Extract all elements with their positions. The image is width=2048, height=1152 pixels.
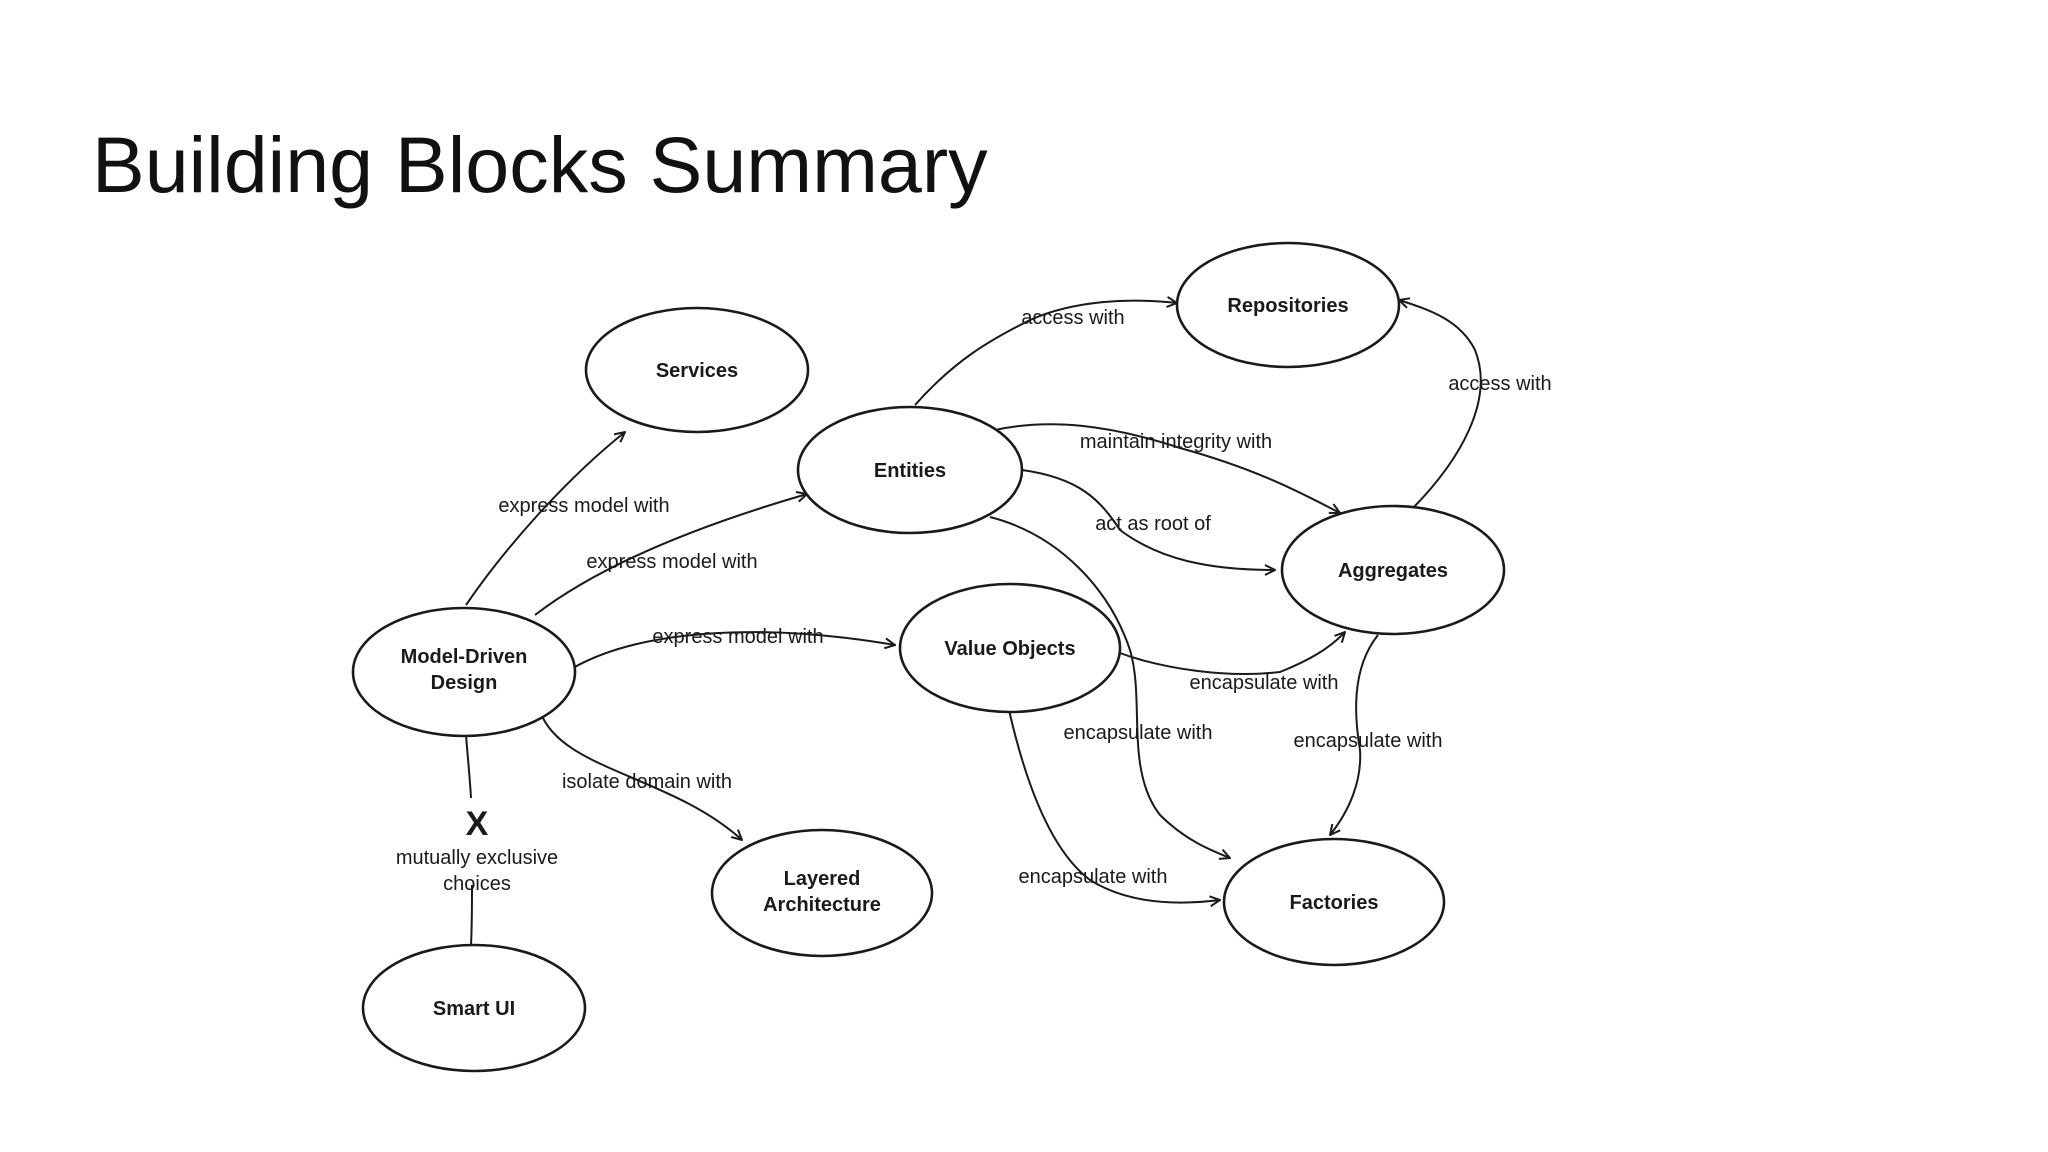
node-value-objects: Value Objects <box>898 582 1122 714</box>
node-services: Services <box>584 306 810 434</box>
edge-label-mdd-services: express model with <box>498 495 669 517</box>
edge-label-value-objects-aggregates: encapsulate with <box>1190 672 1339 694</box>
node-model-driven-design: Model-Driven Design <box>351 606 577 738</box>
exclusive-x-mark: X <box>466 805 489 843</box>
edge-entities-factories <box>989 516 1230 858</box>
exclusive-label-line1: mutually exclusive <box>396 847 558 869</box>
edge-label-entities-aggregates-root: act as root of <box>1095 513 1211 535</box>
node-model-driven-label-1: Model-Driven <box>401 646 528 668</box>
node-value-objects-label: Value Objects <box>944 638 1075 660</box>
node-aggregates: Aggregates <box>1280 504 1506 636</box>
node-smart-ui: Smart UI <box>361 943 587 1073</box>
node-services-label: Services <box>656 360 738 382</box>
edge-entities-aggregates-integrity <box>994 423 1340 513</box>
node-factories: Factories <box>1222 837 1446 967</box>
edge-label-aggregates-factories: encapsulate with <box>1294 730 1443 752</box>
edge-mdd-layered <box>539 710 742 840</box>
edge-label-aggregates-repositories: access with <box>1448 373 1551 395</box>
edge-label-entities-factories: encapsulate with <box>1064 722 1213 744</box>
edge-value-objects-factories <box>1008 709 1220 903</box>
node-entities-label: Entities <box>874 460 946 482</box>
node-layered-label-1: Layered <box>784 868 861 890</box>
node-layered-architecture: Layered Architecture <box>710 828 934 958</box>
edge-label-mdd-value-objects: express model with <box>652 626 823 648</box>
node-layered-label-2: Architecture <box>763 894 881 916</box>
edge-label-entities-aggregates-integrity: maintain integrity with <box>1080 431 1272 453</box>
edge-aggregates-repositories <box>1399 300 1482 509</box>
edge-entities-repositories <box>914 301 1177 406</box>
node-entities: Entities <box>796 405 1024 535</box>
edge-label-mdd-layered: isolate domain with <box>562 771 732 793</box>
edge-label-value-objects-factories: encapsulate with <box>1019 866 1168 888</box>
edge-mdd-services <box>465 432 625 606</box>
edge-entities-aggregates-root <box>1021 469 1275 570</box>
edge-mdd-value-objects <box>572 631 895 669</box>
edge-mdd-exclusive <box>465 734 472 799</box>
edge-mdd-entities <box>534 494 807 616</box>
edge-value-objects-aggregates <box>1116 632 1345 675</box>
edge-label-entities-repositories: access with <box>1021 307 1124 329</box>
node-aggregates-label: Aggregates <box>1338 560 1448 582</box>
edge-label-mdd-entities: express model with <box>586 551 757 573</box>
slide-title: Building Blocks Summary <box>92 120 988 209</box>
edge-exclusive-smartui <box>470 884 473 946</box>
node-repositories-label: Repositories <box>1227 295 1348 317</box>
edge-aggregates-factories <box>1330 634 1379 835</box>
node-repositories: Repositories <box>1175 241 1401 369</box>
node-factories-label: Factories <box>1290 892 1379 914</box>
node-smart-ui-label: Smart UI <box>433 998 515 1020</box>
node-model-driven-label-2: Design <box>431 672 498 694</box>
exclusive-label-line2: choices <box>443 873 511 895</box>
